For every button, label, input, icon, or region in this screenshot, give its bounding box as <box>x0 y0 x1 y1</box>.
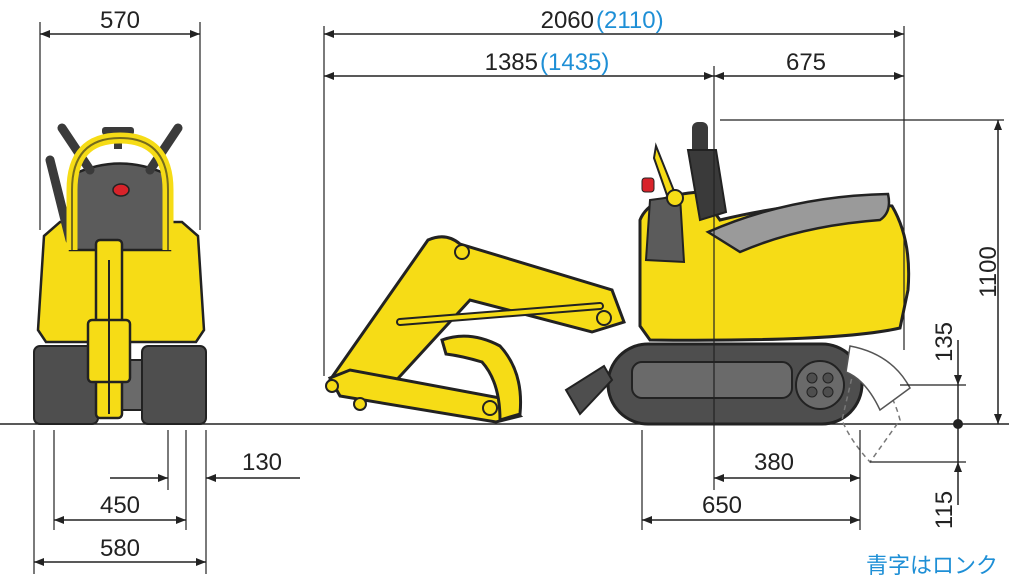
dim-total-length-long: (2110) <box>596 7 664 34</box>
dim-track-gauge-inner: 130 <box>242 449 282 476</box>
side-seat <box>705 192 891 254</box>
front-right-track <box>141 345 207 425</box>
side-stick <box>327 368 524 424</box>
dim-height: 1100 <box>975 246 1002 298</box>
drive-sprocket <box>795 360 845 410</box>
dim-track-gauge: 450 <box>100 492 140 519</box>
front-seat <box>68 162 172 252</box>
dim-track-length: 650 <box>702 492 742 519</box>
side-view-excavator <box>325 122 911 464</box>
reference-point <box>953 419 963 429</box>
blade-lowered <box>841 358 901 464</box>
dim-center-to-blade: 380 <box>754 449 794 476</box>
dimension-arrows <box>34 30 1002 566</box>
dim-width-bottom: 580 <box>100 535 140 562</box>
dim-total-length: 2060 <box>541 7 594 34</box>
front-view-excavator <box>33 123 207 425</box>
long-arm-note: 青字はロンク <box>866 553 999 578</box>
dim-arm-length: 1385 <box>485 49 538 76</box>
dim-blade-height: 135 <box>931 322 958 362</box>
side-boom <box>327 235 626 400</box>
dim-blade-depth: 115 <box>931 491 958 529</box>
side-bucket <box>440 334 523 423</box>
dim-rear-length: 675 <box>786 49 826 76</box>
dimension-lines <box>33 22 1004 574</box>
dim-arm-length-long: (1435) <box>540 49 609 76</box>
side-body <box>638 190 911 342</box>
dim-front-width-top: 570 <box>100 7 140 34</box>
